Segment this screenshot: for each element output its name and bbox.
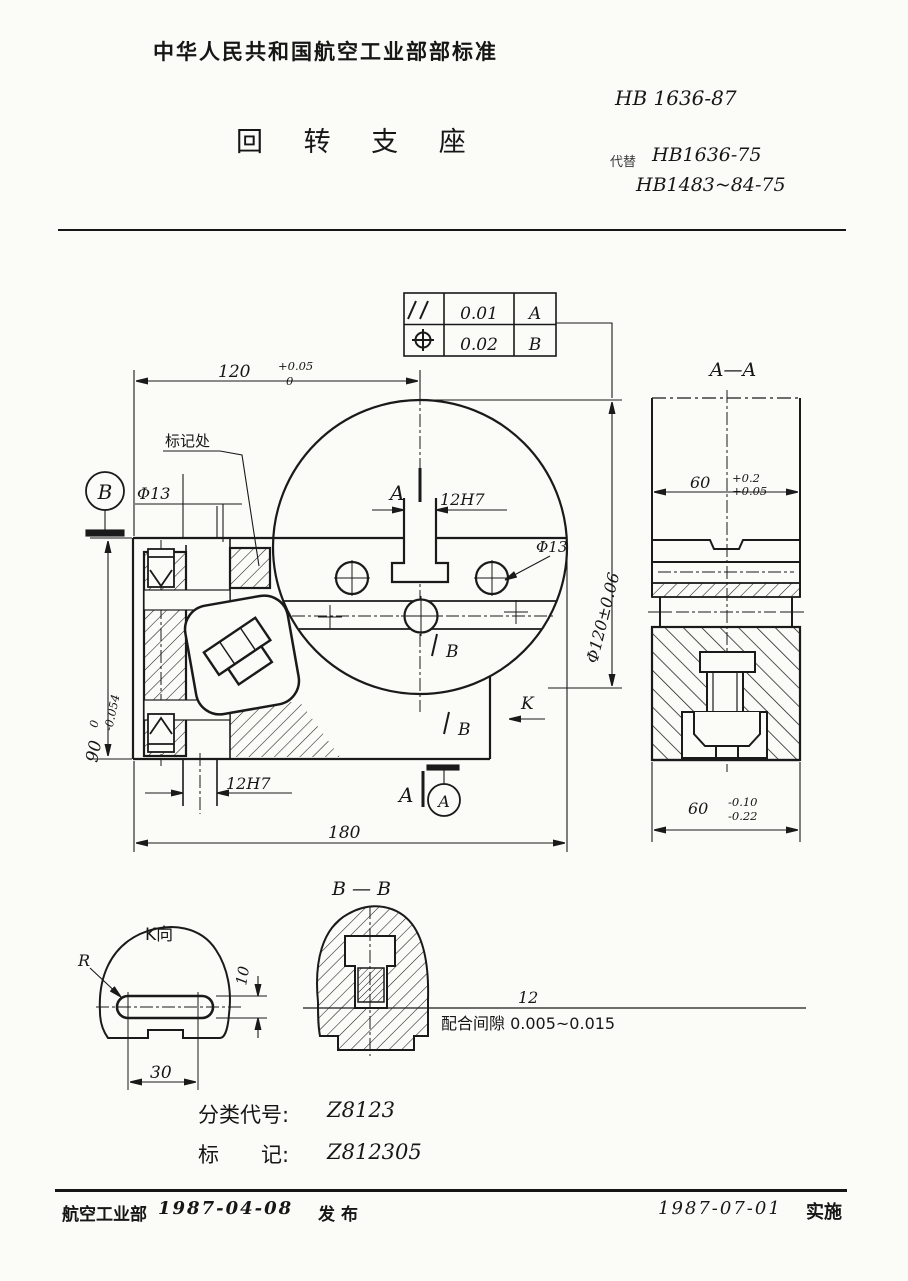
section-bb-title: B — B	[331, 878, 391, 900]
front-view	[131, 392, 569, 814]
cut-a-bottom-label: A	[397, 783, 413, 807]
svg-text:-0.10: -0.10	[728, 795, 758, 809]
replaces-label: 代替	[610, 155, 637, 170]
engineering-drawing: 0.01 A 0.02 B	[77, 292, 806, 1090]
dim-30: 30	[150, 1063, 172, 1083]
dim-120: 120 +0.05 0	[218, 359, 313, 388]
svg-text:+0.05: +0.05	[732, 484, 767, 498]
svg-text:-0.054: -0.054	[101, 693, 122, 732]
slot-bottom-label: 12H7	[226, 774, 271, 793]
datum-b-label: B	[97, 480, 113, 504]
dim-12: 12	[518, 988, 538, 1007]
cut-b-label-2: B	[457, 720, 471, 740]
slot-top-label: 12H7	[440, 490, 485, 509]
section-aa-title: A—A	[708, 359, 756, 381]
dim-60-top: 60 +0.2 +0.05	[690, 471, 767, 498]
footer-effective-word: 实施	[806, 1202, 842, 1223]
svg-text:60: 60	[688, 799, 708, 818]
svg-text:0: 0	[86, 719, 101, 729]
section-aa-view: A—A 60 +0.2 +0.05	[648, 359, 804, 842]
document-header: 中华人民共和国航空工业部部标准	[153, 40, 498, 64]
replaces-standard-2: HB1483~84-75	[636, 174, 786, 196]
tolerance-datum-2: B	[528, 335, 542, 355]
footer-issue-date: 1987-04-08	[158, 1198, 294, 1219]
radius-label: R	[77, 951, 90, 970]
svg-text:0: 0	[286, 374, 293, 388]
feature-control-frame: 0.01 A 0.02 B	[403, 292, 613, 398]
dim-90: 90 0 -0.054	[82, 693, 122, 764]
svg-text:Φ120±0.06: Φ120±0.06	[582, 570, 623, 665]
view-k: K向 R 10 30	[77, 925, 267, 1090]
svg-text:10: 10	[232, 964, 253, 986]
dim-10: 10	[232, 964, 253, 986]
front-view-annotations: B 90 0 -0.054 120 +0.05 0 标记处	[82, 359, 623, 852]
footer-rule	[55, 1189, 847, 1192]
cut-b-label-1: B	[445, 642, 459, 662]
datum-b-symbol: B	[85, 471, 125, 537]
clamp-bolt-section	[681, 651, 768, 759]
svg-text:-0.22: -0.22	[728, 809, 758, 823]
footer-issue-word: 发布	[318, 1205, 364, 1225]
datum-a-label: A	[436, 792, 450, 811]
footer-issuer: 航空工业部	[62, 1205, 147, 1225]
t-slot	[390, 498, 450, 584]
svg-text:90: 90	[82, 739, 106, 764]
header-rule	[58, 229, 846, 231]
true-position-icon	[412, 329, 434, 351]
svg-text:+0.05: +0.05	[278, 359, 313, 373]
dia13-left-label: Φ13	[137, 484, 170, 503]
mark-spot-label: 标记处	[165, 432, 210, 450]
svg-text:120: 120	[218, 362, 251, 382]
page-title: 回 转 支 座	[236, 127, 482, 158]
dia13-right-label: Φ13	[536, 538, 567, 556]
k-view-outline	[98, 926, 231, 1039]
dim-60-bottom: 60 -0.10 -0.22	[688, 795, 758, 823]
svg-text:+0.2: +0.2	[732, 471, 760, 485]
svg-text:60: 60	[690, 473, 710, 492]
dim-180: 180	[328, 823, 361, 843]
replaces-standard-1: HB1636-75	[652, 144, 762, 166]
clamp-bolt	[202, 616, 274, 687]
k-view-slot	[115, 994, 215, 1020]
view-k-label: K	[520, 694, 535, 714]
standard-number: HB 1636-87	[615, 86, 737, 110]
section-bb-view: B — B 12 配合间隙 0.005~0.015	[303, 878, 806, 1056]
footer-effective-date: 1987-07-01	[658, 1198, 782, 1219]
class-code-value: Z8123	[327, 1098, 396, 1122]
bb-tongue	[357, 967, 385, 1003]
class-code-label: 分类代号:	[198, 1103, 290, 1127]
set-screw-top	[147, 548, 175, 588]
cut-a-top-label: A	[388, 481, 404, 505]
tolerance-leader-line	[556, 322, 613, 398]
bolt-hole-right	[474, 560, 510, 596]
parallelism-icon	[407, 300, 429, 320]
bolt-hole-left	[334, 560, 370, 596]
set-screw-bottom	[147, 713, 175, 753]
clearance-note: 配合间隙 0.005~0.015	[441, 1014, 615, 1033]
tolerance-value-2: 0.02	[460, 335, 498, 355]
center-hole	[401, 596, 441, 636]
mark-code-value: Z812305	[327, 1140, 422, 1164]
tolerance-datum-1: A	[527, 304, 541, 324]
tolerance-value-1: 0.01	[460, 304, 498, 324]
slot-end-center-marks	[318, 600, 528, 629]
mark-code-label: 标 记:	[198, 1143, 290, 1167]
dim-dia120: Φ120±0.06	[582, 570, 623, 665]
